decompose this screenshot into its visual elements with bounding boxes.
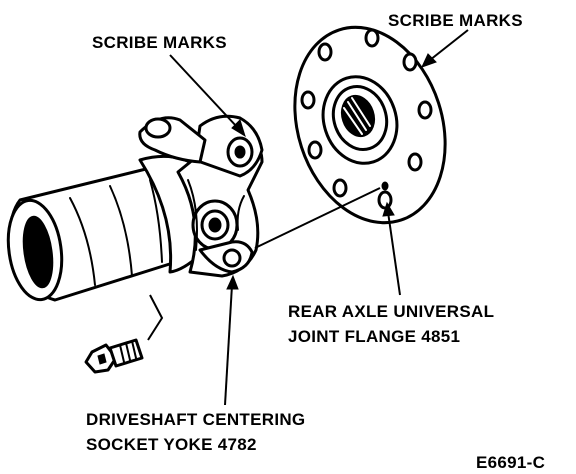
leader-scribe-right: [421, 29, 469, 68]
leader-yoke: [224, 274, 239, 406]
centering-socket-yoke: [138, 114, 264, 278]
rear-axle-universal-joint-flange: [293, 25, 447, 225]
label-scribe-marks-left: SCRIBE MARKS: [92, 33, 227, 52]
label-flange-line2: JOINT FLANGE 4851: [288, 327, 460, 346]
label-yoke-line2: SOCKET YOKE 4782: [86, 435, 257, 454]
flange-bolt-holes: [300, 28, 433, 210]
driveshaft-tube: [6, 166, 178, 302]
figure-code: E6691-C: [476, 453, 545, 472]
alignment-line: [254, 187, 381, 249]
leader-scribe-left: [169, 54, 246, 138]
leader-flange: [382, 201, 401, 296]
bolt: [84, 294, 164, 374]
label-scribe-marks-right: SCRIBE MARKS: [388, 11, 523, 30]
label-yoke-line1: DRIVESHAFT CENTERING: [86, 410, 305, 429]
label-flange-line1: REAR AXLE UNIVERSAL: [288, 302, 494, 321]
